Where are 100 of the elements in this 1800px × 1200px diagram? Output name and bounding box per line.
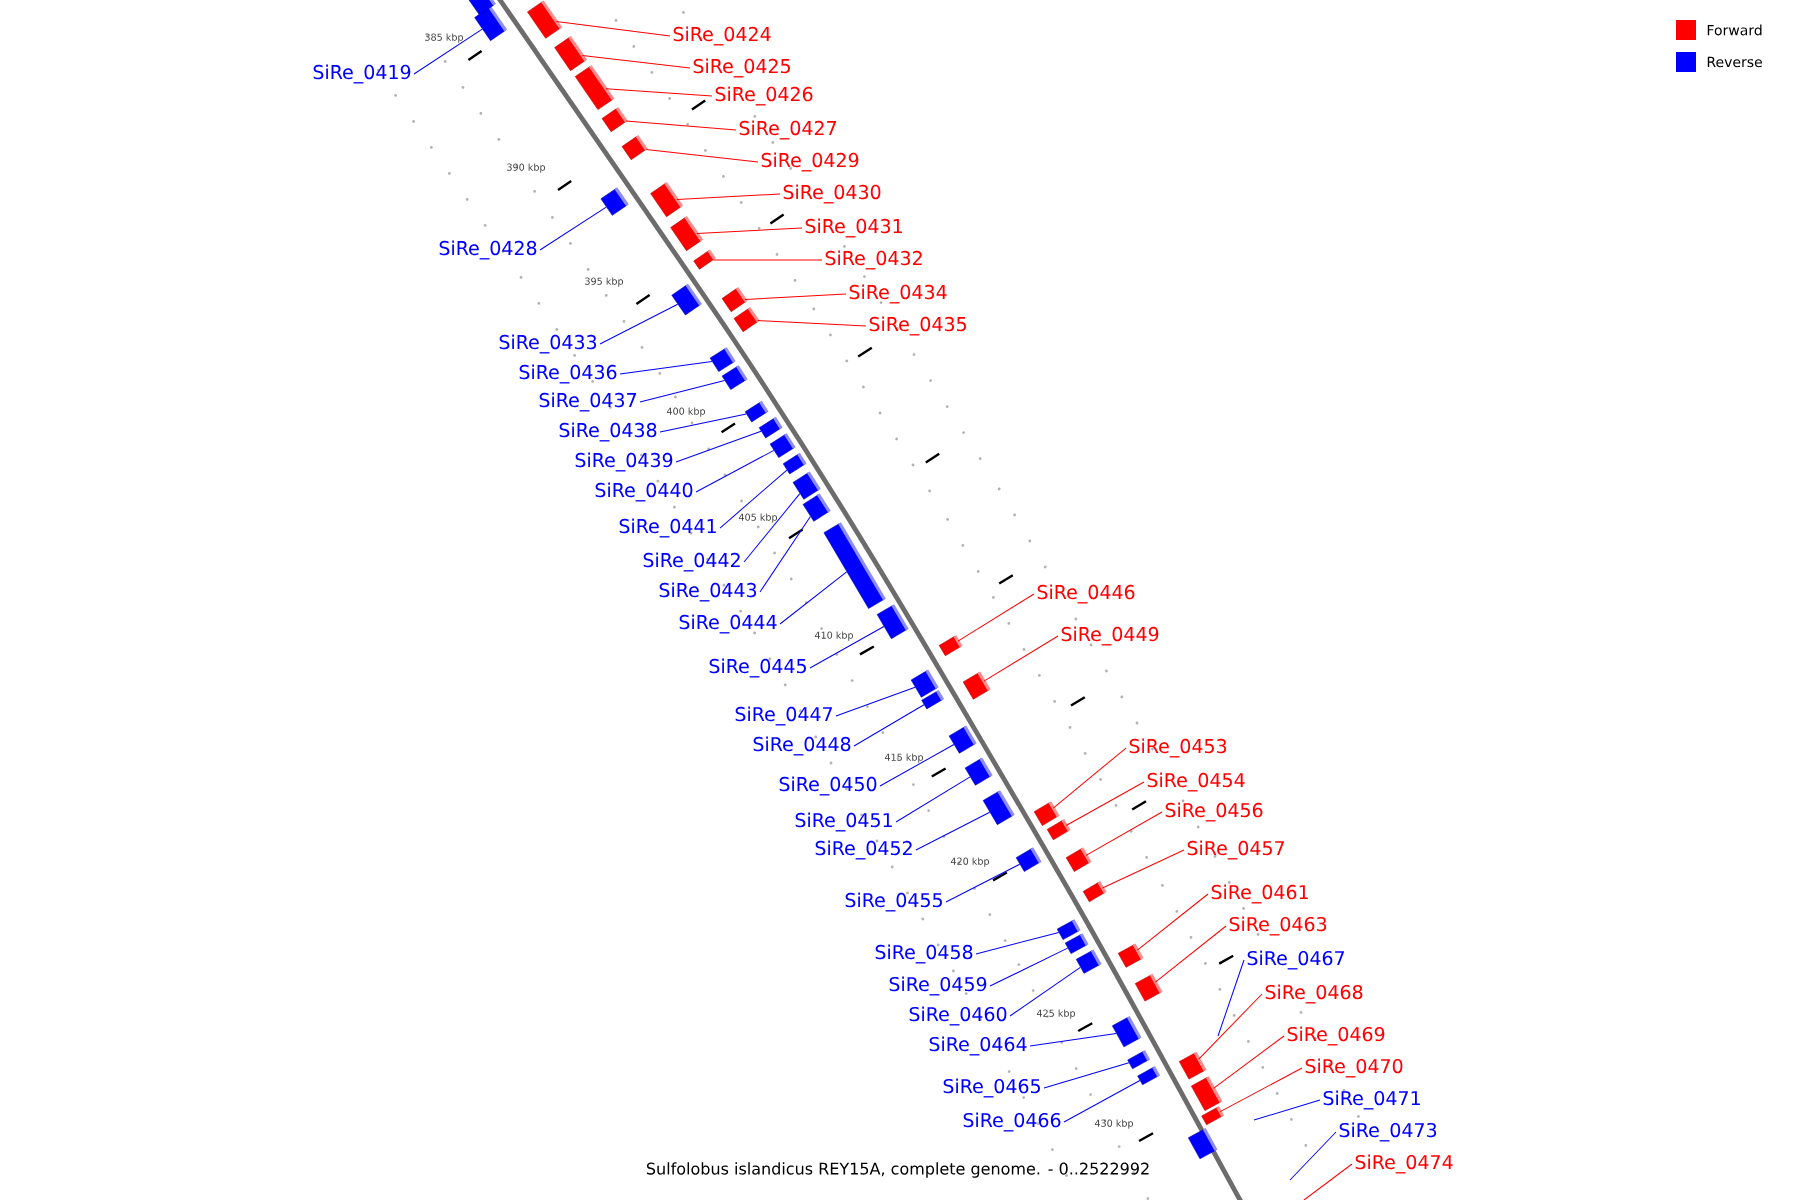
gene-block	[721, 287, 748, 312]
gene-label: SiRe_0444	[679, 614, 777, 634]
gene-label: SiRe_0454	[1147, 772, 1245, 792]
gene-label: SiRe_0457	[1187, 840, 1285, 860]
leader-line	[659, 413, 747, 433]
gene-block	[910, 669, 939, 698]
leader-line	[915, 811, 991, 851]
leader-line	[957, 593, 1035, 642]
gene-label: SiRe_0446	[1037, 584, 1135, 604]
gene-label: SiRe_0459	[889, 976, 987, 996]
leader-line	[645, 148, 759, 163]
gene-label: SiRe_0449	[1061, 626, 1159, 646]
leader-line	[413, 28, 483, 75]
gene-block	[621, 135, 648, 160]
leader-line	[619, 360, 713, 375]
gene-label: SiRe_0461	[1211, 884, 1308, 904]
gene-block	[527, 0, 563, 39]
gene-label: SiRe_0460	[909, 1006, 1007, 1026]
gene-label: SiRe_0436	[519, 364, 617, 384]
leader-line	[809, 626, 885, 669]
gene-block	[1127, 1050, 1151, 1070]
gene-label: SiRe_0450	[779, 776, 877, 796]
gene-block	[709, 347, 736, 372]
leader-line	[1253, 1099, 1321, 1121]
leader-line	[853, 704, 925, 747]
leader-line	[975, 931, 1060, 955]
gene-block	[601, 107, 628, 132]
leader-line	[581, 54, 691, 69]
gene-label: SiRe_0437	[539, 392, 636, 412]
gene-block	[1056, 919, 1081, 940]
gene-label: SiRe_0471	[1323, 1090, 1420, 1110]
gene-label: SiRe_0431	[805, 218, 902, 238]
gene-label: SiRe_0430	[783, 184, 881, 204]
gene-label: SiRe_0465	[943, 1078, 1040, 1098]
leader-line	[989, 947, 1069, 987]
leader-line	[1136, 893, 1209, 951]
leader-line	[1063, 1080, 1141, 1123]
gene-block	[1075, 949, 1102, 974]
leader-line	[945, 863, 1021, 903]
gene-label: SiRe_0425	[693, 58, 790, 78]
leader-line	[1085, 811, 1163, 856]
leader-line	[759, 515, 811, 593]
gene-block	[964, 757, 993, 786]
gene-block	[769, 433, 796, 458]
leader-line	[835, 686, 916, 717]
gene-label: SiRe_0442	[643, 552, 740, 572]
gene-block	[1188, 1127, 1218, 1160]
leader-line	[1289, 1131, 1337, 1181]
gene-block	[693, 249, 716, 270]
leader-line	[1065, 781, 1145, 826]
gene-block	[802, 493, 831, 522]
leader-line	[1198, 993, 1263, 1060]
gene-label: SiRe_0435	[869, 316, 966, 336]
leader-line	[1029, 1032, 1117, 1047]
gene-block	[823, 522, 886, 609]
gene-block	[744, 400, 769, 423]
gene-label: SiRe_0438	[559, 422, 657, 442]
gene-block	[792, 471, 821, 500]
leader-line	[743, 493, 801, 563]
gene-block	[782, 452, 807, 475]
leader-line	[779, 571, 848, 625]
gene-label: SiRe_0458	[875, 944, 973, 964]
gene-block	[554, 36, 588, 71]
gene-block	[733, 307, 760, 332]
gene-label: SiRe_0463	[1229, 916, 1327, 936]
gene-label: SiRe_0470	[1305, 1058, 1403, 1078]
gene-block	[948, 725, 977, 754]
gene-block	[876, 604, 909, 639]
gene-block	[721, 365, 748, 390]
gene-label: SiRe_0439	[575, 452, 673, 472]
gene-block	[1135, 973, 1163, 1002]
gene-block	[650, 182, 684, 217]
leader-line	[696, 227, 803, 234]
gene-block	[1046, 819, 1071, 841]
leader-line	[983, 635, 1059, 682]
gene-label: SiRe_0441	[619, 518, 716, 538]
gene-label: SiRe_0432	[825, 250, 922, 270]
gene-block	[671, 283, 702, 316]
gene-label: SiRe_0453	[1129, 738, 1227, 758]
gene-block	[938, 635, 963, 657]
gene-label: SiRe_0456	[1165, 802, 1263, 822]
gene-label: SiRe_0464	[929, 1036, 1027, 1056]
gene-label: SiRe_0448	[753, 736, 851, 756]
gene-label: SiRe_0447	[735, 706, 832, 726]
gene-label: SiRe_0443	[659, 582, 757, 602]
gene-block	[982, 790, 1015, 825]
leader-line	[879, 744, 955, 787]
leader-line	[1213, 1035, 1285, 1089]
leader-line	[539, 206, 607, 251]
gene-label: SiRe_0440	[595, 482, 693, 502]
gene-label: SiRe_0445	[709, 658, 806, 678]
leader-line	[1102, 849, 1185, 889]
gene-block	[1117, 943, 1144, 968]
gene-label: SiRe_0467	[1247, 950, 1345, 970]
leader-line	[744, 293, 847, 300]
gene-block	[1033, 801, 1060, 826]
gene-label: SiRe_0451	[795, 812, 892, 832]
gene-label: SiRe_0468	[1265, 984, 1363, 1004]
gene-label: SiRe_0424	[673, 26, 771, 46]
leader-line	[895, 776, 971, 823]
